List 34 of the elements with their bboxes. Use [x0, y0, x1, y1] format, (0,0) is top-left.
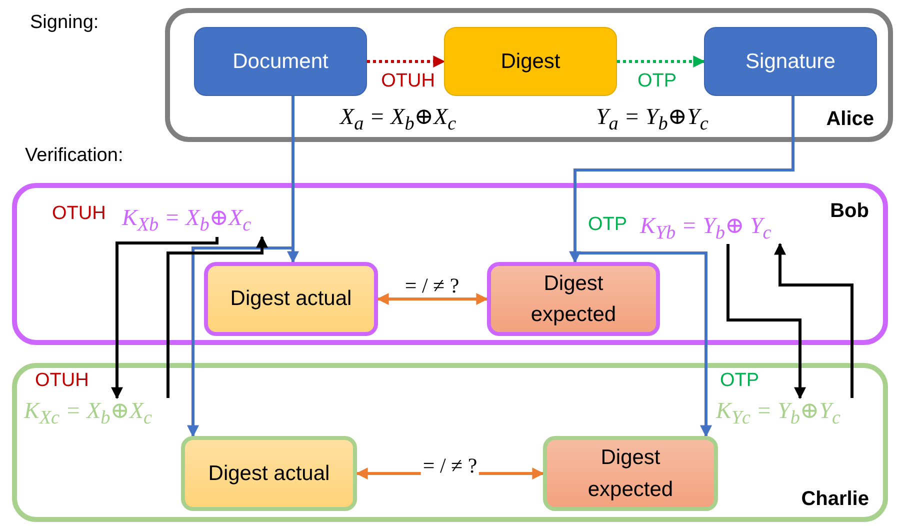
arrow [774, 242, 854, 398]
arrow [376, 293, 488, 305]
formula: K$_{Xb}$ = X$_{b}$⊕X$_{c}$ [122, 206, 252, 234]
scheme-tag: OTUH [35, 370, 89, 392]
formula: K$_{Yb}$ = Y$_{b}$⊕ Y$_{c}$ [640, 214, 772, 242]
process-box: Signature [704, 27, 877, 96]
process-box: Digest actual [181, 436, 357, 511]
process-box: Digest expected [487, 262, 660, 336]
group-label: Charlie [801, 488, 869, 511]
scheme-tag: OTP [720, 370, 760, 392]
process-box: Digest [444, 27, 617, 96]
section-label: Signing: [30, 12, 99, 34]
section-label: Verification: [25, 145, 124, 167]
group-panel [12, 183, 888, 345]
arrow [617, 56, 706, 68]
arrow [726, 244, 806, 400]
formula: X$_{a}$ = X$_{b}$⊕X$_{c}$ [340, 104, 456, 136]
process-box: Digest actual [204, 262, 378, 336]
group-label: Alice [826, 108, 874, 131]
arrow [367, 56, 446, 68]
group-panel [12, 363, 888, 522]
group-panel [165, 8, 893, 142]
arrow [111, 237, 218, 400]
arrow [187, 96, 294, 438]
formula: Y$_{a}$ = Y$_{b}$⊕Y$_{c}$ [596, 104, 708, 136]
scheme-tag: OTUH [52, 203, 106, 225]
group-label: Bob [830, 200, 869, 223]
arrow [356, 468, 544, 480]
process-box: Digest expected [543, 436, 718, 511]
formula: K$_{Yc}$ = Y$_{b}$⊕Y$_{c}$ [716, 398, 840, 428]
process-box: Document [194, 27, 367, 96]
arrow [166, 236, 268, 398]
scheme-tag: OTP [588, 214, 628, 236]
formula: K$_{Xc}$ = X$_{b}$⊕X$_{c}$ [24, 398, 152, 428]
